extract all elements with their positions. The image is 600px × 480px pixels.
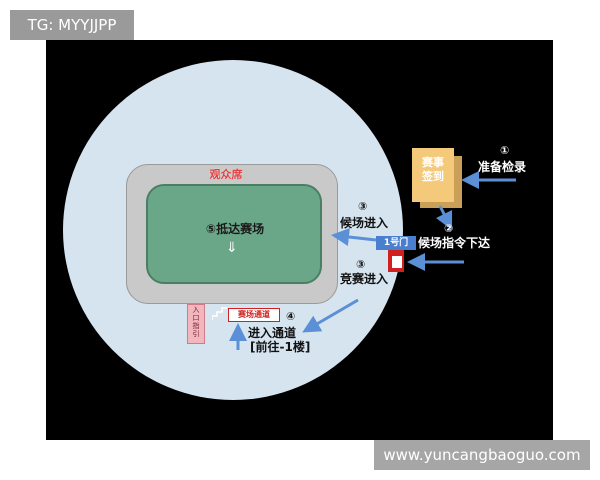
tunnel-label: 赛场通道 (228, 308, 280, 322)
gate-marker-inner (392, 256, 402, 268)
event-checkin-box (412, 148, 454, 202)
step4-label-line2: [前往-1楼] (250, 340, 311, 354)
entrance-guide-box (187, 304, 205, 344)
event-checkin-line1: 赛事 (422, 156, 444, 169)
step1-label: 准备检录 (478, 160, 527, 174)
step3b-label: 竞赛进入 (340, 272, 389, 286)
event-box-shadow-bottom (420, 202, 462, 208)
stadium-name-label: 观众席 (209, 168, 243, 181)
watermark-bottom-right: www.yuncangbaoguo.com (374, 440, 590, 470)
field-arrow-icon: ⇓ (226, 240, 238, 256)
step4-label-line1: 进入通道 (248, 326, 297, 340)
step2-label: 候场指令下达 (418, 236, 491, 250)
arrow-wait-entry (331, 228, 377, 246)
entrance-guide-label: 入口指引 (192, 306, 200, 338)
step1-number: ① (500, 144, 510, 157)
step3a-number: ③ (358, 200, 368, 213)
event-box-shadow-side (454, 156, 462, 206)
event-checkin-line2: 签到 (422, 170, 444, 183)
stadium-field (146, 184, 322, 284)
field-label: ⑤抵达赛场 (205, 222, 265, 236)
watermark-top-left: TG: MYYJJPP (10, 10, 134, 40)
step3b-number: ③ (356, 258, 366, 271)
event-checkin-label: 赛事 签到 (414, 156, 452, 184)
step3a-label: 候场进入 (340, 216, 389, 230)
arrow-tunnel (302, 298, 359, 333)
arrow-checkin-down (435, 205, 453, 231)
step4-number: ④ (286, 310, 296, 323)
gate-badge: 1号门 (376, 236, 416, 250)
stairs-icon (212, 307, 227, 320)
step2-number: ② (444, 222, 454, 235)
